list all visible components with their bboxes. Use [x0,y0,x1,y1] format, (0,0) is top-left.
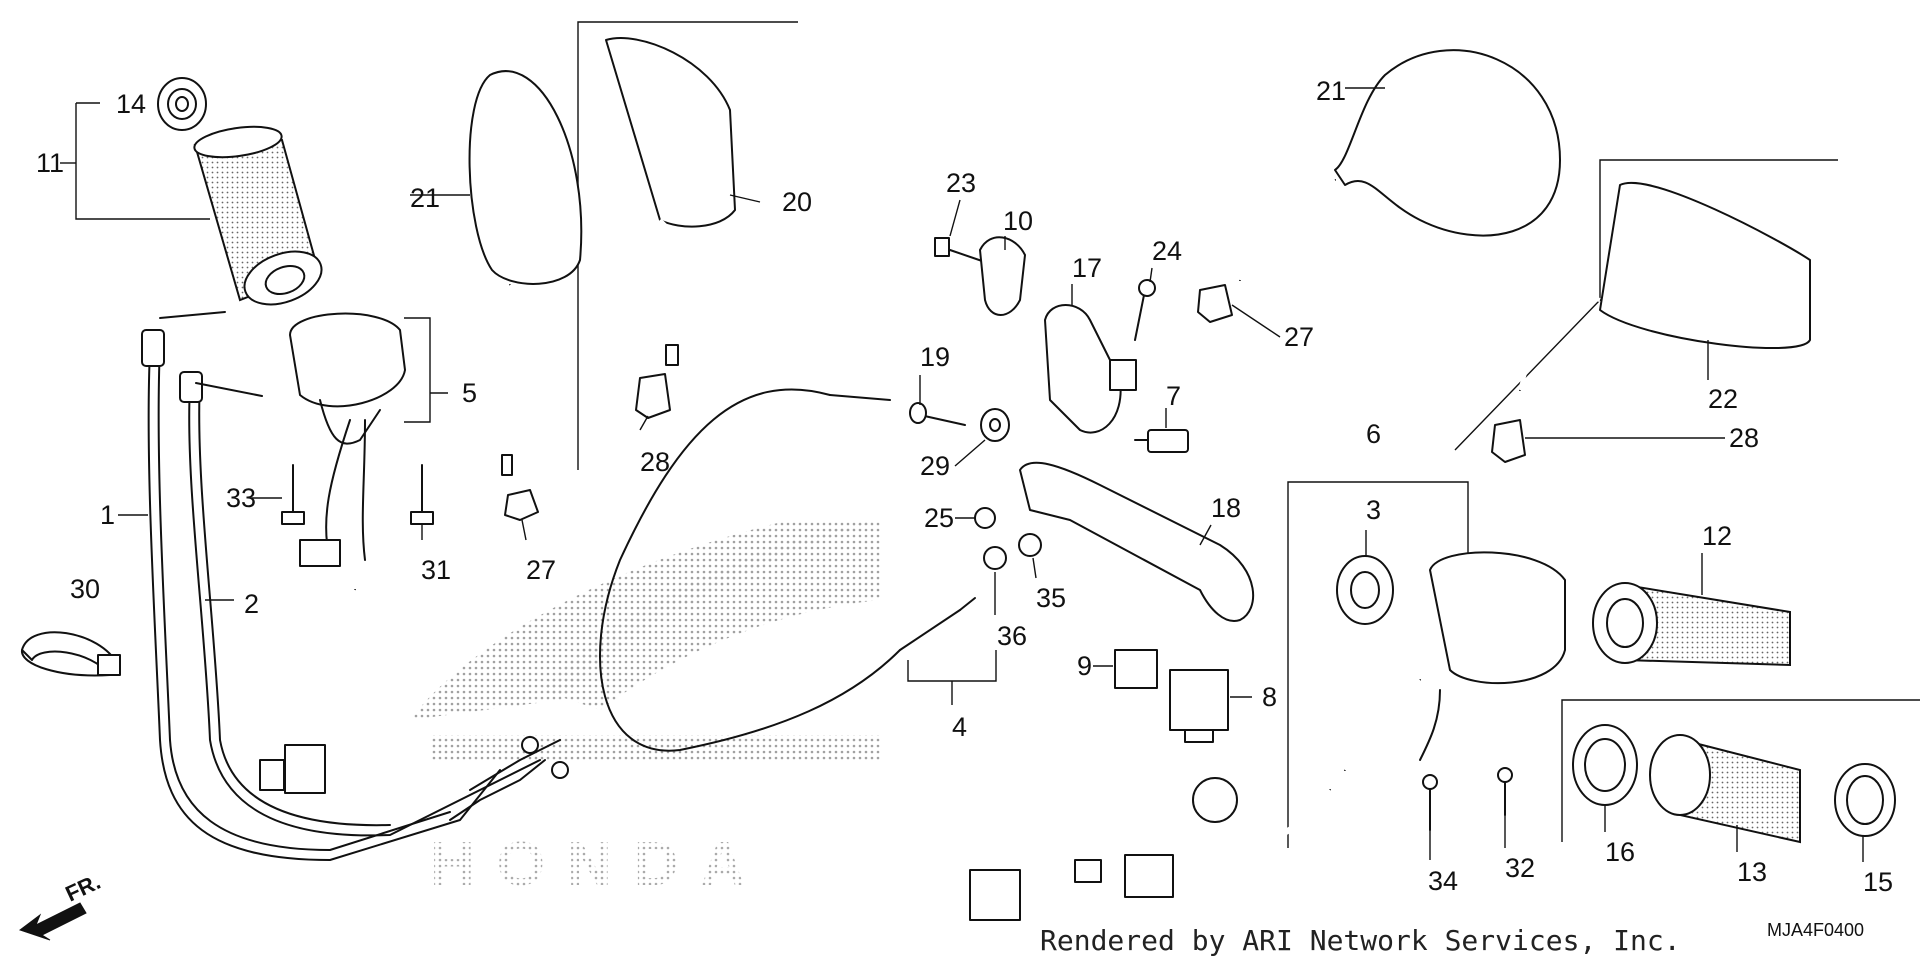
part-21-mirror-left [468,70,583,476]
part-5-right-switch [259,312,406,794]
honda-wing-watermark: HONDA [410,520,880,899]
part-11-throttle-grip [193,125,323,306]
nut-28-right [1491,419,1526,463]
part-20-mirror-rect-left [605,37,736,366]
callout-c9: 9 [1077,651,1092,681]
part-18-clutch-lever [1019,461,1254,622]
front-arrow-label: FR. [62,869,105,907]
callout-c20: 20 [782,187,812,217]
part-22-mirror-rect-right [1518,182,1811,391]
screw-32 [1497,767,1513,816]
callout-c12: 12 [1702,521,1732,551]
callout-c29: 29 [920,451,950,481]
callout-c6: 6 [1366,419,1381,449]
part-13-grip [1649,734,1801,844]
callout-c24: 24 [1152,236,1182,266]
bolt-23 [934,237,986,263]
part-8-relay [1169,669,1229,743]
callout-c1: 1 [100,500,115,530]
part-21-mirror-right [1238,49,1561,281]
callout-c23: 23 [946,168,976,198]
callout-c27a: 27 [526,555,556,585]
nut-27-right [1197,284,1233,323]
bolt-25 [974,507,996,529]
callout-c33: 33 [226,483,256,513]
callout-c4: 4 [952,712,967,742]
diagram-code: MJA4F0400 [1767,920,1864,940]
part-15-end-cap [1834,763,1896,837]
part-3-grommet [1336,555,1394,625]
part-9-coupler [1114,649,1158,689]
bolt-19 [909,402,966,426]
callout-c35: 35 [1036,583,1066,613]
nut-28-left [635,373,671,419]
callout-c16: 16 [1605,837,1635,867]
callout-c21b: 21 [1316,76,1346,106]
part-7-clutch-switch [1134,429,1189,453]
clutch-cable [599,388,976,752]
part-10-clamp [979,236,1026,316]
callout-c11: 11 [36,148,64,178]
wiring-harness-left [969,777,1333,921]
front-direction-indicator: FR. [18,869,105,941]
nut-35 [1018,533,1042,557]
part-6-left-switch [1342,551,1566,772]
leader-lines [118,87,1864,862]
nut-29 [980,408,1010,442]
callout-c13: 13 [1737,857,1767,887]
part-17-lever-holder [1044,304,1137,434]
callout-c3: 3 [1366,495,1381,525]
part-16-collar [1572,724,1638,806]
screw-33 [281,464,305,525]
footer-credit: Rendered by ARI Network Services, Inc. [1040,924,1681,957]
honda-watermark-text: HONDA [430,830,767,899]
callout-c31: 31 [421,555,451,585]
callout-c28a: 28 [640,447,670,477]
screw-31 [410,464,434,525]
nut-27-left [504,489,539,521]
callout-c17: 17 [1072,253,1102,283]
callout-c5: 5 [462,378,477,408]
bolt-24 [1134,279,1156,341]
callout-c2: 2 [244,589,259,619]
callout-c36: 36 [997,621,1027,651]
part-12-grip [1592,582,1791,667]
callout-c28b: 28 [1729,423,1759,453]
callout-c15: 15 [1863,867,1893,897]
callout-c19: 19 [920,342,950,372]
throttle-cables [141,311,569,861]
screw-34 [1422,774,1438,831]
callout-c32: 32 [1505,853,1535,883]
callout-c18: 18 [1211,493,1241,523]
callout-c14: 14 [116,89,146,119]
callout-c30: 30 [70,574,100,604]
washer-36 [983,546,1007,570]
callout-c27b: 27 [1284,322,1314,352]
callout-c25: 25 [924,503,954,533]
callout-c22: 22 [1708,384,1738,414]
callout-c10: 10 [1003,206,1033,236]
callout-c21a: 21 [410,183,440,213]
callout-c7: 7 [1166,381,1181,411]
assembly-brackets [60,21,1920,848]
callout-c8: 8 [1262,682,1277,712]
part-30-cable-clamp [21,631,121,677]
part-14-end-cap [157,77,207,131]
callout-c34: 34 [1428,866,1458,896]
